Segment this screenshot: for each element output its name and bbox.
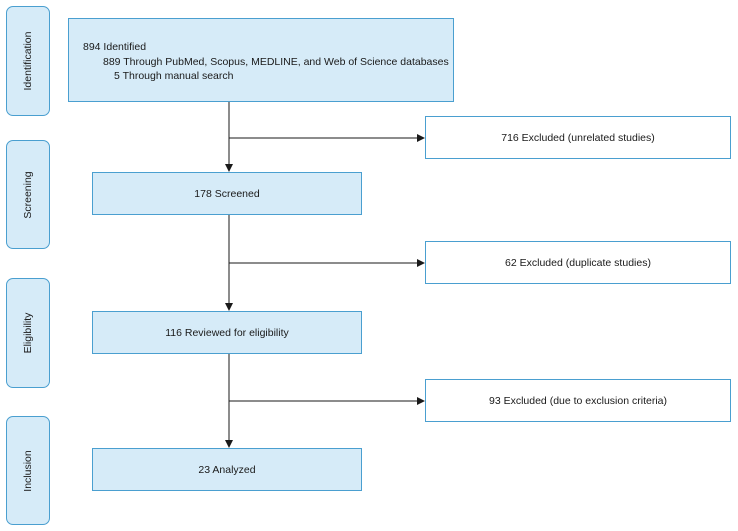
identified-databases: 889 Through PubMed, Scopus, MEDLINE, and…: [103, 56, 449, 68]
identified-title: 894 Identified: [83, 41, 147, 53]
stage-identification: Identification: [6, 6, 50, 116]
analyzed-label: 23 Analyzed: [198, 463, 256, 476]
excluded-unrelated-box: 716 Excluded (unrelated studies): [425, 116, 731, 159]
excluded-duplicate-box: 62 Excluded (duplicate studies): [425, 241, 731, 284]
analyzed-box: 23 Analyzed: [92, 448, 362, 491]
excluded-criteria-label: 93 Excluded (due to exclusion criteria): [488, 394, 667, 407]
reviewed-box: 116 Reviewed for eligibility: [92, 311, 362, 354]
stage-eligibility: Eligibility: [6, 278, 50, 388]
screened-label: 178 Screened: [194, 187, 260, 200]
identified-box: 894 Identified 889 Through PubMed, Scopu…: [68, 18, 454, 102]
identified-manual: 5 Through manual search: [114, 70, 234, 82]
excluded-unrelated-label: 716 Excluded (unrelated studies): [501, 131, 655, 144]
stage-screening: Screening: [6, 140, 50, 249]
reviewed-label: 116 Reviewed for eligibility: [165, 326, 289, 339]
stage-inclusion: Inclusion: [6, 416, 50, 525]
excluded-criteria-box: 93 Excluded (due to exclusion criteria): [425, 379, 731, 422]
screened-box: 178 Screened: [92, 172, 362, 215]
excluded-duplicate-label: 62 Excluded (duplicate studies): [505, 256, 651, 269]
